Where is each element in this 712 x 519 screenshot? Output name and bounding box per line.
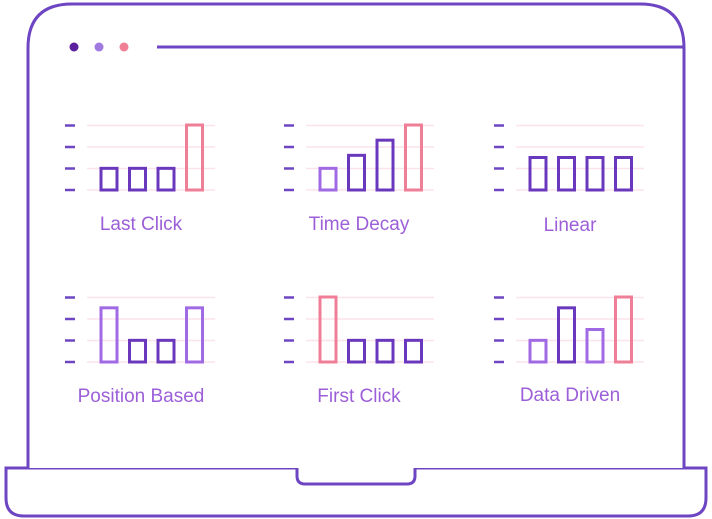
- chart-2: Time Decay: [284, 123, 434, 235]
- chart-5: First Click: [284, 295, 434, 407]
- bar: [99, 166, 119, 192]
- bar: [185, 123, 204, 192]
- laptop-base: [4, 466, 708, 518]
- bar: [347, 153, 366, 192]
- bar: [404, 123, 423, 192]
- chart-title: Data Driven: [520, 385, 620, 406]
- bar: [156, 166, 176, 192]
- window-dot-1-icon: [69, 42, 79, 52]
- bar: [99, 306, 119, 364]
- bar: [557, 306, 576, 364]
- bar: [528, 156, 548, 192]
- bar: [318, 295, 338, 364]
- bar: [156, 338, 176, 364]
- laptop-notch: [295, 468, 417, 486]
- chart-1: Last Click: [65, 123, 215, 235]
- chart-title: Linear: [544, 215, 597, 236]
- chart-title: First Click: [317, 386, 401, 407]
- window-dot-2-icon: [94, 42, 104, 52]
- chart-3: Linear: [494, 124, 644, 236]
- bar: [614, 156, 633, 192]
- bar: [528, 338, 548, 364]
- window-dot-3-icon: [119, 42, 129, 52]
- bar: [375, 338, 395, 364]
- bar: [375, 138, 395, 192]
- bar: [128, 338, 147, 364]
- chart-6: Data Driven: [494, 295, 644, 406]
- bar: [185, 306, 204, 364]
- bar: [614, 295, 633, 364]
- chart-title: Time Decay: [309, 214, 410, 235]
- chart-4: Position Based: [65, 296, 215, 407]
- bar: [585, 328, 605, 364]
- bar: [347, 338, 366, 364]
- chart-title: Last Click: [100, 214, 183, 235]
- bar: [404, 338, 423, 364]
- chart-title: Position Based: [78, 386, 205, 407]
- bar: [585, 156, 605, 192]
- bar: [128, 166, 147, 192]
- bar: [557, 156, 576, 192]
- bar: [318, 166, 338, 192]
- laptop-screen-frame: [26, 2, 686, 468]
